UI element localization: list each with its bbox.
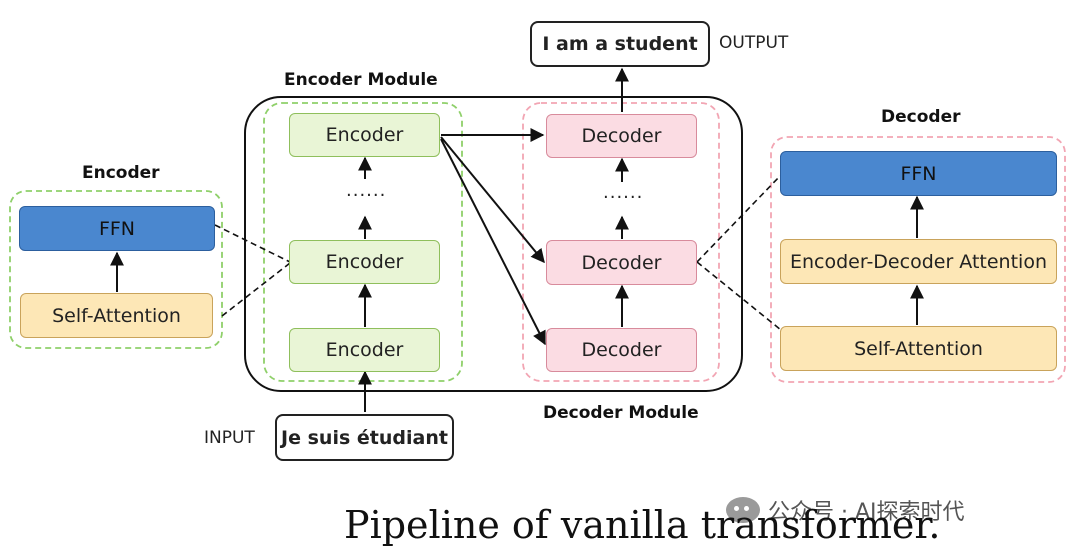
enc-dec-attention-block: Encoder-Decoder Attention (780, 239, 1057, 284)
decoder-ellipsis: ...... (603, 182, 644, 203)
zoom-line (214, 224, 291, 263)
encoder-ellipsis: ...... (346, 180, 387, 201)
enc-dec-arrow (440, 138, 546, 346)
encoder-detail-title: Encoder (82, 163, 160, 183)
output-sentence-box: I am a student (530, 21, 710, 67)
decoder-detail-group (770, 136, 1066, 383)
decoder-ffn-block: FFN (780, 151, 1057, 196)
encoder-detail-group (9, 190, 223, 349)
watermark: 公众号 · AI探索时代 (726, 494, 965, 526)
zoom-line (221, 262, 291, 317)
input-sentence-box: Je suis étudiant (275, 414, 454, 461)
encoder-block-middle: Encoder (289, 240, 440, 284)
zoom-line (696, 174, 782, 263)
encoder-module-title: Encoder Module (284, 70, 438, 90)
decoder-block-bottom: Decoder (546, 328, 697, 372)
wechat-icon (726, 497, 760, 523)
figure-caption: Pipeline of vanilla transformer. (344, 503, 941, 547)
decoder-block-top: Decoder (546, 114, 697, 158)
encoder-self-attention-block: Self-Attention (20, 293, 213, 338)
watermark-text: 公众号 · AI探索时代 (768, 500, 965, 525)
decoder-block-middle: Decoder (546, 240, 697, 285)
encoder-block-bottom: Encoder (289, 328, 440, 372)
output-tag: OUTPUT (719, 33, 789, 53)
encoder-ffn-block: FFN (19, 206, 215, 251)
enc-dec-arrow (440, 136, 545, 264)
zoom-line (696, 261, 782, 331)
input-tag: INPUT (204, 428, 255, 448)
decoder-module-title: Decoder Module (543, 403, 699, 423)
decoder-self-attention-block: Self-Attention (780, 326, 1057, 371)
module-frame (244, 96, 743, 392)
decoder-detail-title: Decoder (881, 107, 961, 127)
encoder-block-top: Encoder (289, 113, 440, 157)
